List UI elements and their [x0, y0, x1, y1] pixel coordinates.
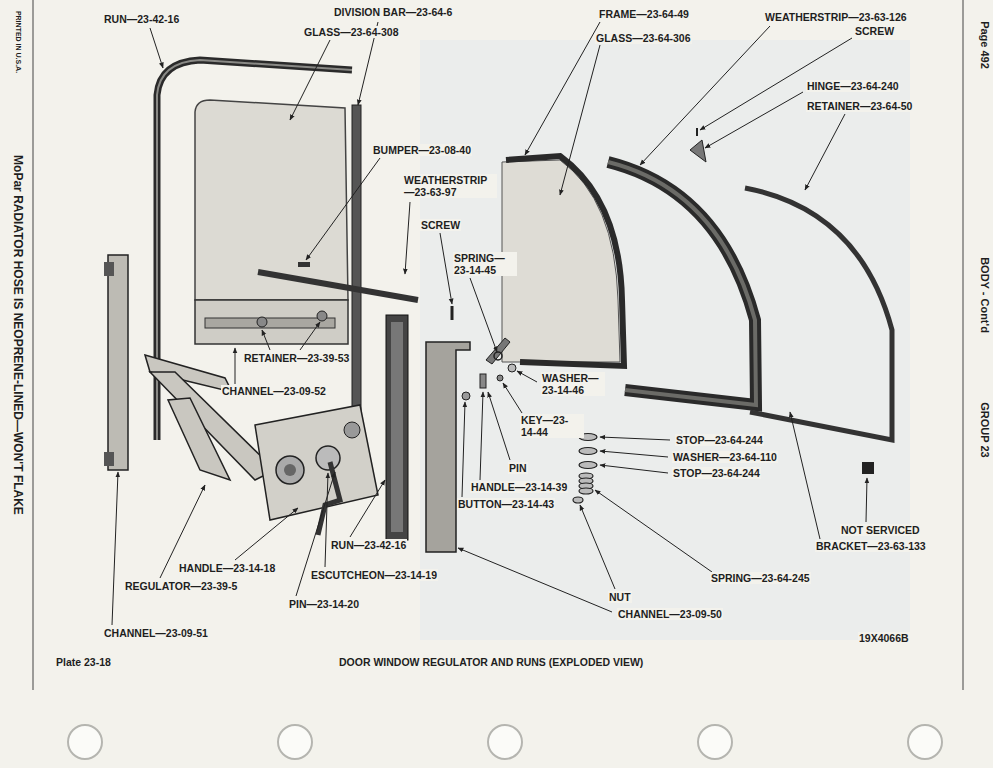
part-callout: WEATHERSTRIP—23-63-97 — [403, 174, 497, 198]
imprint: PRINTED IN U.S.A. — [15, 10, 22, 74]
margin-slogan: MoPar RADIATOR HOSE IS NEOPRENE-LINED—WO… — [12, 154, 24, 516]
group-number: GROUP 23 — [979, 401, 990, 458]
page-number: Page 492 — [979, 20, 990, 70]
part-callout: BUMPER—23-08-40 — [372, 144, 472, 156]
part-callout: HINGE—23-64-240 — [806, 80, 900, 92]
part-callout: CHANNEL—23-09-51 — [103, 627, 209, 639]
part-callout: KEY—23-14-44 — [520, 414, 584, 438]
part-callout: DIVISION BAR—23-64-6 — [333, 6, 453, 18]
part-callout: STOP—23-64-244 — [672, 467, 761, 479]
part-callout: SCREW — [854, 25, 895, 37]
part-callout: PIN — [508, 462, 528, 474]
plate-caption: DOOR WINDOW REGULATOR AND RUNS (EXPLODED… — [338, 656, 644, 668]
part-callout: RETAINER—23-39-53 — [243, 352, 350, 364]
part-callout: RUN—23-42-16 — [103, 13, 180, 25]
part-callout: NUT — [608, 591, 632, 603]
part-callout: ESCUTCHEON—23-14-19 — [310, 569, 438, 581]
part-callout: HANDLE—23-14-39 — [470, 481, 568, 493]
part-callout: RETAINER—23-64-50 — [806, 100, 913, 112]
part-callout: HANDLE—23-14-18 — [178, 562, 276, 574]
part-callout: WASHER—23-64-110 — [672, 451, 778, 463]
part-callout: WEATHERSTRIP—23-63-126 — [764, 11, 908, 23]
part-callout: SCREW — [420, 219, 461, 231]
part-callout: STOP—23-64-244 — [675, 434, 764, 446]
part-callout: FRAME—23-64-49 — [598, 8, 690, 20]
part-callout: CHANNEL—23-09-52 — [221, 385, 327, 397]
part-callout: BUTTON—23-14-43 — [457, 498, 555, 510]
part-callout: GLASS—23-64-308 — [303, 26, 400, 38]
part-callout: WASHER—23-14-46 — [541, 372, 605, 396]
part-callout: GLASS—23-64-306 — [595, 32, 692, 44]
plate-number: Plate 23-18 — [55, 656, 112, 668]
part-callout: PIN—23-14-20 — [288, 598, 360, 610]
drawing-number: 19X4066B — [858, 632, 910, 644]
part-callout: CHANNEL—23-09-50 — [617, 608, 723, 620]
part-callout: RUN—23-42-16 — [330, 539, 407, 551]
part-callout: REGULATOR—23-39-5 — [124, 580, 238, 592]
section-heading: BODY - Cont'd — [979, 256, 990, 334]
part-callout: SPRING—23-14-45 — [453, 252, 517, 276]
part-callout: BRACKET—23-63-133 — [815, 540, 927, 552]
part-callout: NOT SERVICED — [840, 524, 921, 536]
part-callout: SPRING—23-64-245 — [710, 572, 811, 584]
